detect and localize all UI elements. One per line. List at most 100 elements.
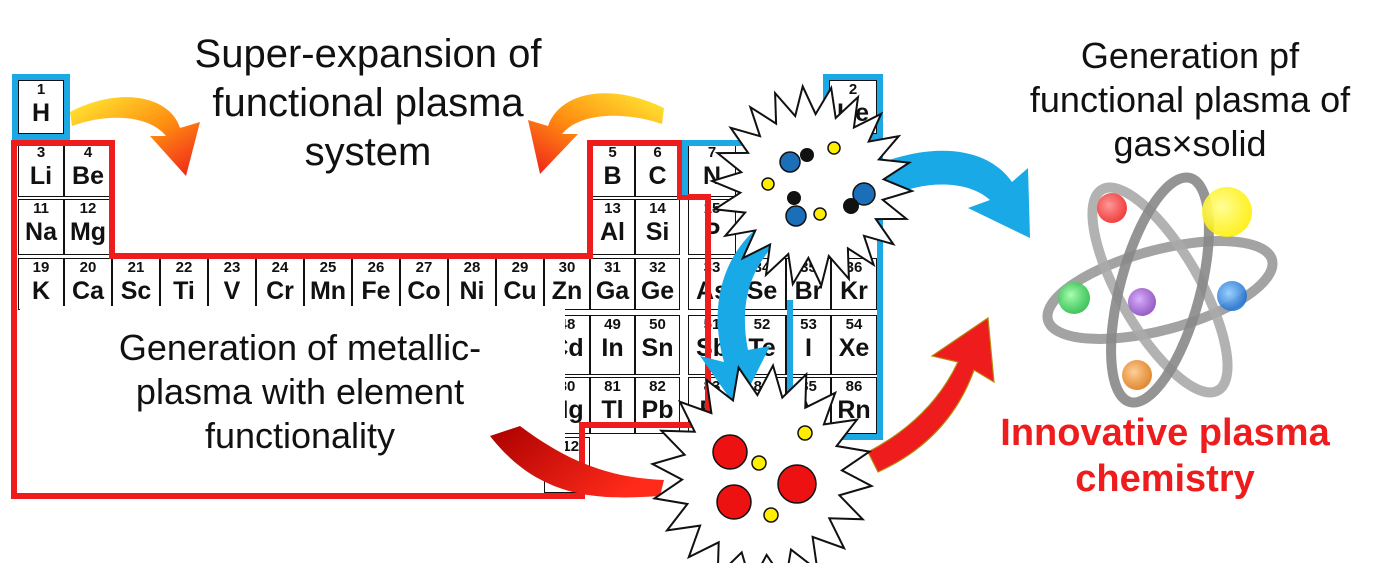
element-number: 12: [79, 200, 97, 217]
super-expansion-line-1: Super-expansion of: [194, 32, 542, 76]
element-number: 24: [271, 259, 289, 276]
metal-plasma-burst: [649, 362, 875, 563]
element-symbol: Be: [72, 162, 104, 190]
element-symbol: Cr: [266, 277, 294, 305]
element-number: 14: [649, 200, 666, 217]
element-number: 23: [223, 259, 241, 276]
element-symbol: Kr: [840, 277, 868, 305]
element-number: 25: [319, 259, 337, 276]
element-number: 29: [511, 259, 529, 276]
element-number: 32: [649, 259, 666, 276]
element-symbol: I: [805, 334, 812, 362]
element-symbol: Si: [645, 218, 670, 246]
element-number: 31: [604, 259, 621, 276]
super-expansion-label: Super-expansion of functional plasma sys…: [118, 30, 618, 176]
element-number: 28: [463, 259, 481, 276]
element-number: 21: [127, 259, 145, 276]
element-number: 22: [175, 259, 193, 276]
blue-arrow-right: [878, 150, 1030, 238]
element-symbol: H: [31, 99, 51, 127]
innovative-chemistry-label: Innovative plasma chemistry: [950, 410, 1380, 503]
element-number: 52: [753, 316, 771, 333]
metallic-plasma-line-2: plasma with element: [135, 370, 465, 412]
element-number: 49: [604, 316, 621, 333]
innovative-line-1: Innovative plasma: [1000, 412, 1330, 454]
element-symbol: V: [223, 277, 241, 305]
element-symbol: Ge: [640, 277, 675, 305]
metal-region-outline: [11, 140, 711, 499]
element-number: 3: [36, 144, 46, 161]
element-symbol: In: [601, 334, 624, 362]
atom-orbit-icon: [1042, 172, 1278, 408]
element-number: 1: [36, 81, 46, 98]
element-symbol: Zn: [551, 277, 583, 305]
gas-solid-line-3: gas×solid: [1113, 122, 1267, 164]
element-number: 86: [845, 378, 863, 395]
element-symbol: Xe: [838, 334, 870, 362]
element-number: 36: [845, 259, 863, 276]
element-symbol: C: [648, 162, 667, 190]
element-symbol: Se: [746, 277, 778, 305]
blue-arrow-down: [700, 218, 792, 410]
metallic-plasma-label: Generation of metallic- plasma with elem…: [50, 326, 550, 458]
element-symbol: Cu: [503, 277, 537, 305]
element-symbol: Br: [794, 277, 823, 305]
element-number: 7: [707, 144, 717, 161]
element-number: 4: [83, 144, 93, 161]
table-mask-top: [112, 140, 590, 256]
element-symbol: Li: [29, 162, 53, 190]
metallic-plasma-line-3: functionality: [204, 414, 396, 456]
element-number: 53: [800, 316, 817, 333]
element-number: 26: [367, 259, 385, 276]
gas-solid-line-1: Generation pf: [1080, 35, 1300, 76]
super-expansion-line-3: system: [304, 129, 432, 174]
hydrogen-highlight: [12, 74, 70, 140]
element-number: 19: [32, 259, 50, 276]
element-symbol: Pb: [641, 396, 674, 424]
dark-red-arrow: [490, 426, 664, 498]
gas-solid-plasma-label: Generation pf functional plasma of gas×s…: [980, 34, 1400, 166]
red-arrow-up-right: [867, 316, 995, 473]
element-symbol: K: [31, 277, 51, 305]
element-symbol: Ga: [595, 277, 630, 305]
element-number: 54: [845, 316, 863, 333]
element-number: 81: [604, 378, 621, 395]
element-number: 2: [848, 81, 858, 98]
metallic-plasma-line-1: Generation of metallic-: [118, 327, 482, 368]
innovative-line-2: chemistry: [1075, 458, 1255, 501]
element-symbol: Sc: [120, 277, 152, 305]
element-symbol: Tl: [601, 396, 624, 424]
element-number: 5: [608, 144, 617, 161]
element-symbol: Co: [407, 277, 441, 305]
gas-solid-line-2: functional plasma of: [1029, 78, 1351, 120]
arrow-from-helium: [528, 93, 664, 174]
element-symbol: Ca: [72, 277, 104, 305]
arrow-from-hydrogen: [70, 97, 200, 176]
element-number: 20: [79, 259, 97, 276]
element-number: 50: [649, 316, 666, 333]
element-symbol: Ni: [459, 277, 485, 305]
